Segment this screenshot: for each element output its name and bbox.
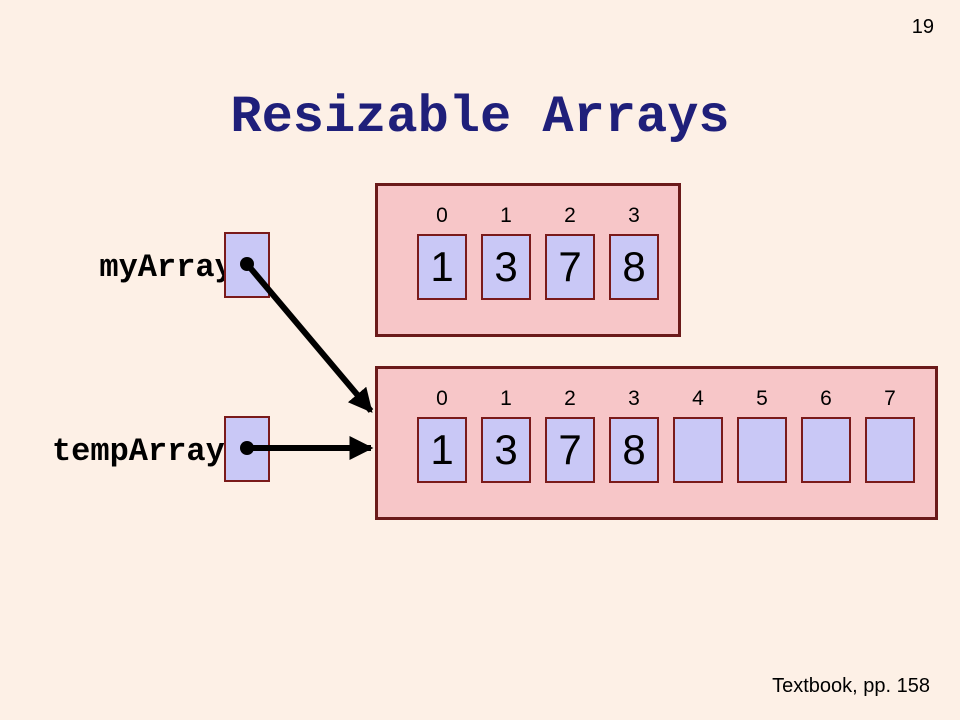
array-cell-empty: [673, 417, 723, 483]
new-array-panel: 0 1 2 3 4 5 6 7 1 3 7 8: [375, 366, 938, 520]
old-array-panel: 0 1 2 3 1 3 7 8: [375, 183, 681, 337]
array-cell-empty: [801, 417, 851, 483]
array-index: 0: [436, 387, 448, 410]
array-cell: 3: [481, 417, 531, 483]
array-index: 7: [884, 387, 896, 410]
my-array-pointer-arrow: [244, 262, 374, 413]
array-cell: 7: [545, 234, 595, 300]
array-cell: 7: [545, 417, 595, 483]
old-array-cell-row: 1 3 7 8: [417, 234, 659, 300]
array-cell: 3: [481, 234, 531, 300]
textbook-reference: Textbook, pp. 158: [772, 675, 930, 697]
array-index: 1: [500, 204, 512, 227]
slide-title: Resizable Arrays: [230, 88, 730, 147]
array-index: 2: [564, 387, 576, 410]
array-index: 2: [564, 204, 576, 227]
array-cell: 8: [609, 234, 659, 300]
old-array-index-row: 0 1 2 3: [417, 205, 659, 226]
array-index: 6: [820, 387, 832, 410]
array-cell-empty: [865, 417, 915, 483]
array-index: 5: [756, 387, 768, 410]
array-index: 1: [500, 387, 512, 410]
array-index: 0: [436, 204, 448, 227]
array-index: 3: [628, 204, 640, 227]
temp-array-label: tempArray:: [51, 433, 244, 470]
array-cell-empty: [737, 417, 787, 483]
array-cell: 1: [417, 234, 467, 300]
array-cell: 8: [609, 417, 659, 483]
array-cell: 1: [417, 417, 467, 483]
array-index: 4: [692, 387, 704, 410]
page-number: 19: [911, 16, 934, 38]
array-index: 3: [628, 387, 640, 410]
new-array-index-row: 0 1 2 3 4 5 6 7: [417, 388, 915, 409]
new-array-cell-row: 1 3 7 8: [417, 417, 915, 483]
